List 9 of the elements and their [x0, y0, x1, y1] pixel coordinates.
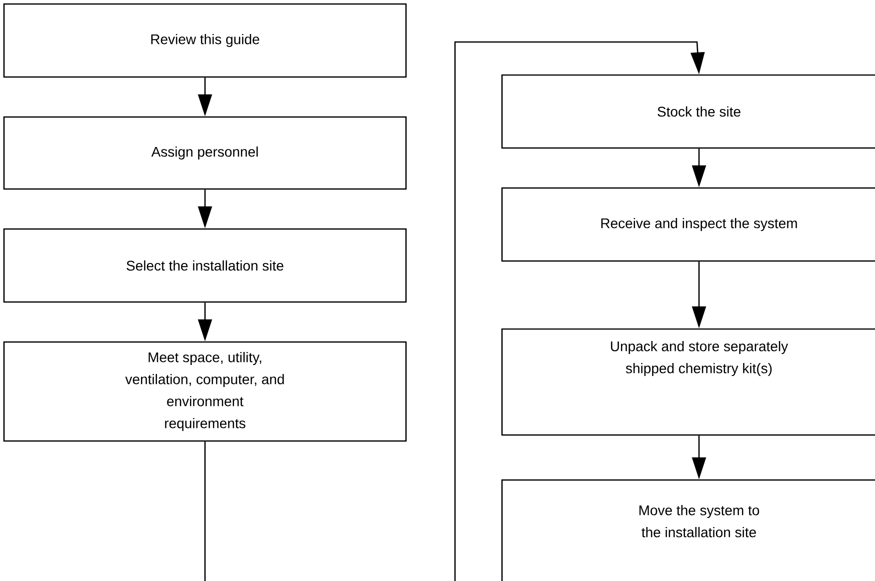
process-box: Receive and inspect the system — [501, 187, 875, 262]
process-box: Stock the site — [501, 74, 875, 149]
process-box: Move the system to the installation site — [501, 479, 875, 581]
process-box: Unpack and store separately shipped chemistry kit(s) — [501, 328, 875, 436]
process-box: Select the installation site — [3, 228, 407, 303]
process-box: Review this guide — [3, 3, 407, 78]
arrow — [204, 41, 705, 581]
process-box: Meet space, utility, ventilation, computer, and environment requirements — [3, 341, 407, 442]
process-box: Assign personnel — [3, 116, 407, 190]
